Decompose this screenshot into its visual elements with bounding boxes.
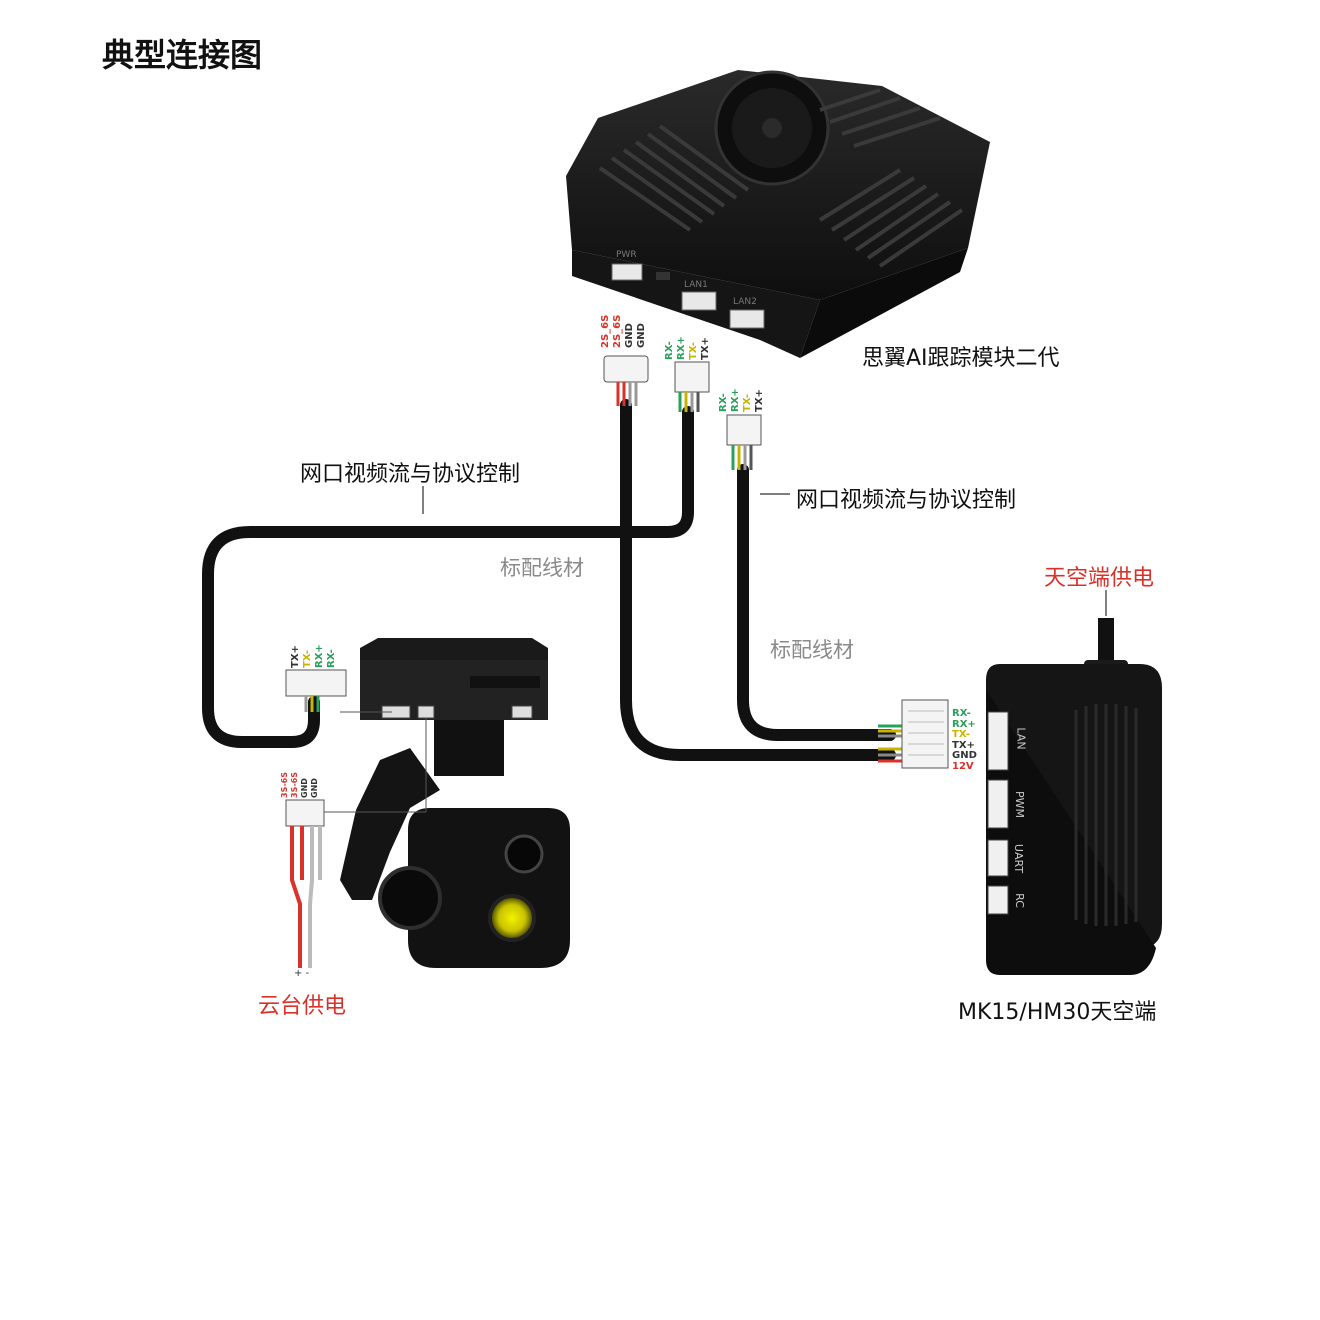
pin-label: 2S_6S <box>600 314 611 348</box>
stream-label-left: 网口视频流与协议控制 <box>300 462 521 487</box>
air-unit-port-pwm <box>987 779 1009 829</box>
module-port-lan1 <box>681 291 717 311</box>
pin-label: TX- <box>302 650 313 668</box>
cables <box>202 399 896 761</box>
air-unit-wire-ends <box>878 724 904 763</box>
module-right-face <box>800 248 968 358</box>
gimbal-power-polarity: + - <box>294 968 310 979</box>
cable-lan1-to-gimbal <box>202 406 694 748</box>
pin-label: GND <box>300 778 309 798</box>
pin-label: TX+ <box>952 739 975 751</box>
pin-label: TX+ <box>700 337 711 360</box>
stream-label-right: 网口视频流与协议控制 <box>796 488 1017 513</box>
module-connectors <box>603 355 762 470</box>
port-label-lan1: LAN1 <box>684 280 708 290</box>
air-port-label-rc: RC <box>1012 893 1026 908</box>
gimbal-port-pwr <box>417 705 435 719</box>
air-unit-port-rc <box>987 885 1009 915</box>
gimbal-lan-connector <box>285 669 392 713</box>
pin-label: 3S-6S <box>290 772 299 798</box>
pin-label: TX- <box>742 394 753 412</box>
air-port-label-pwm: PWM <box>1013 790 1027 819</box>
pin-label: GND <box>624 323 635 348</box>
camera-lens-icon <box>504 834 544 874</box>
pin-label: TX+ <box>290 645 301 668</box>
gimbal-camera <box>340 638 570 968</box>
air-unit-label: MK15/HM30天空端 <box>958 1000 1157 1025</box>
pin-label: 12V <box>952 760 974 772</box>
gimbal-arm <box>340 748 440 900</box>
air-port-label-lan: LAN <box>1014 727 1028 750</box>
laser-lens-icon <box>488 894 536 942</box>
ai-tracking-module <box>566 70 990 358</box>
module-port-pwr <box>611 263 643 281</box>
pin-label: GND <box>952 750 977 761</box>
gimbal-power-label: 云台供电 <box>258 994 347 1019</box>
air-port-label-uart: UART <box>1012 843 1026 874</box>
lan1-connector <box>674 361 710 393</box>
air-unit-port-lan <box>987 711 1009 771</box>
cable-label-2: 标配线材 <box>770 638 854 662</box>
lan2-connector <box>726 414 762 446</box>
cable-pwr-to-air-unit <box>620 399 896 761</box>
air-unit-port-uart <box>987 839 1009 877</box>
module-label: 思翼AI跟踪模块二代 <box>862 346 1060 371</box>
air-unit-antenna <box>1098 618 1114 664</box>
pin-label: RX- <box>326 649 337 668</box>
pin-label: RX+ <box>730 388 741 412</box>
pin-label: RX- <box>664 341 675 360</box>
pin-label: RX- <box>718 393 729 412</box>
air-unit <box>986 618 1162 975</box>
pin-label: RX+ <box>676 336 687 360</box>
pin-label: 2S_6S <box>612 314 623 348</box>
pin-label: TX- <box>688 342 699 360</box>
module-port-lan2 <box>729 309 765 329</box>
pin-label: RX+ <box>952 718 976 730</box>
pin-label: TX- <box>952 729 970 740</box>
cable-label-1: 标配线材 <box>500 556 584 580</box>
pin-label: GND <box>310 778 319 798</box>
pin-label: RX- <box>952 708 971 719</box>
pin-label: 3S-6S <box>280 772 289 798</box>
air-unit-fins <box>1074 704 1138 926</box>
pin-label: TX+ <box>754 389 765 412</box>
heatsink-fins <box>598 88 964 268</box>
pwr-connector <box>603 355 649 383</box>
gimbal-neck <box>434 720 504 776</box>
cable-lan2-to-air-unit <box>737 464 896 741</box>
port-label-pwr: PWR <box>616 250 637 260</box>
page-title: 典型连接图 <box>102 36 263 74</box>
pin-label: RX+ <box>314 644 325 668</box>
gimbal-power-connector <box>285 718 427 968</box>
port-label-lan2: LAN2 <box>733 297 757 307</box>
pin-label: GND <box>636 323 647 348</box>
air-unit-lan-connector <box>901 699 949 769</box>
air-unit-power-label: 天空端供电 <box>1044 566 1155 591</box>
